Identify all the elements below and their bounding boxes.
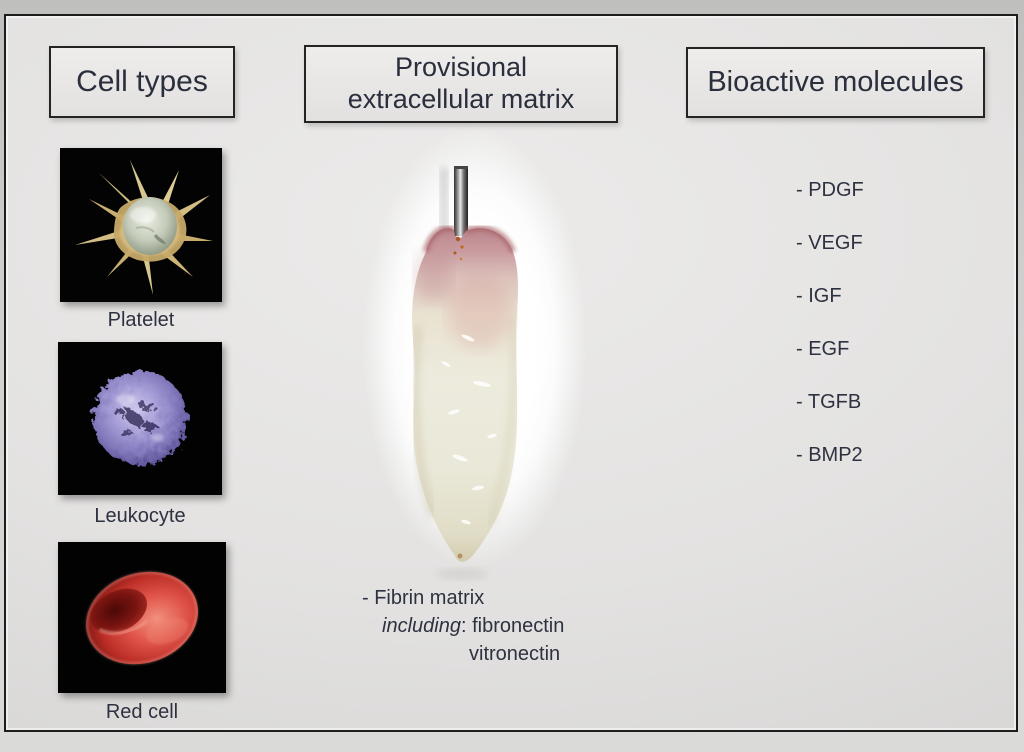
cell-types-header: Cell types xyxy=(49,46,235,118)
platelet-label: Platelet xyxy=(107,309,175,331)
molecule-item-bmp2: - BMP2 xyxy=(796,444,863,466)
fibrin-matrix-caption: - Fibrin matrix including: fibronectin v… xyxy=(362,584,642,668)
red-cell-image xyxy=(58,542,226,693)
fibrin-clot-photo xyxy=(362,126,587,606)
fibrin-clot-illustration xyxy=(410,166,518,580)
provisional-matrix-title: Provisional extracellular matrix xyxy=(347,52,575,114)
red-cell-label: Red cell xyxy=(105,701,179,723)
leukocyte-image xyxy=(58,342,222,495)
platelet-micrograph xyxy=(60,148,222,302)
caption-line-1: - Fibrin matrix xyxy=(362,587,485,609)
cell-types-title: Cell types xyxy=(76,65,208,98)
bioactive-molecules-title: Bioactive molecules xyxy=(707,66,964,98)
molecule-item-pdgf: - PDGF xyxy=(796,179,864,201)
molecule-item-tgfb: - TGFB xyxy=(796,391,862,413)
red-cell-micrograph xyxy=(58,542,226,693)
molecule-item-igf: - IGF xyxy=(796,285,842,307)
caption-line-2: including: fibronectin xyxy=(382,615,565,637)
bioactive-molecules-list: - PDGF - VEGF - IGF - EGF - TGFB - BMP2 xyxy=(796,164,936,482)
caption-line-3: vitronectin xyxy=(469,643,561,665)
bioactive-molecules-header: Bioactive molecules xyxy=(686,47,985,118)
molecule-item-vegf: - VEGF xyxy=(796,232,863,254)
leukocyte-label: Leukocyte xyxy=(94,505,186,527)
provisional-matrix-header: Provisional extracellular matrix xyxy=(304,45,618,123)
molecule-item-egf: - EGF xyxy=(796,338,850,360)
platelet-image xyxy=(60,148,222,302)
leukocyte-micrograph xyxy=(58,342,222,495)
